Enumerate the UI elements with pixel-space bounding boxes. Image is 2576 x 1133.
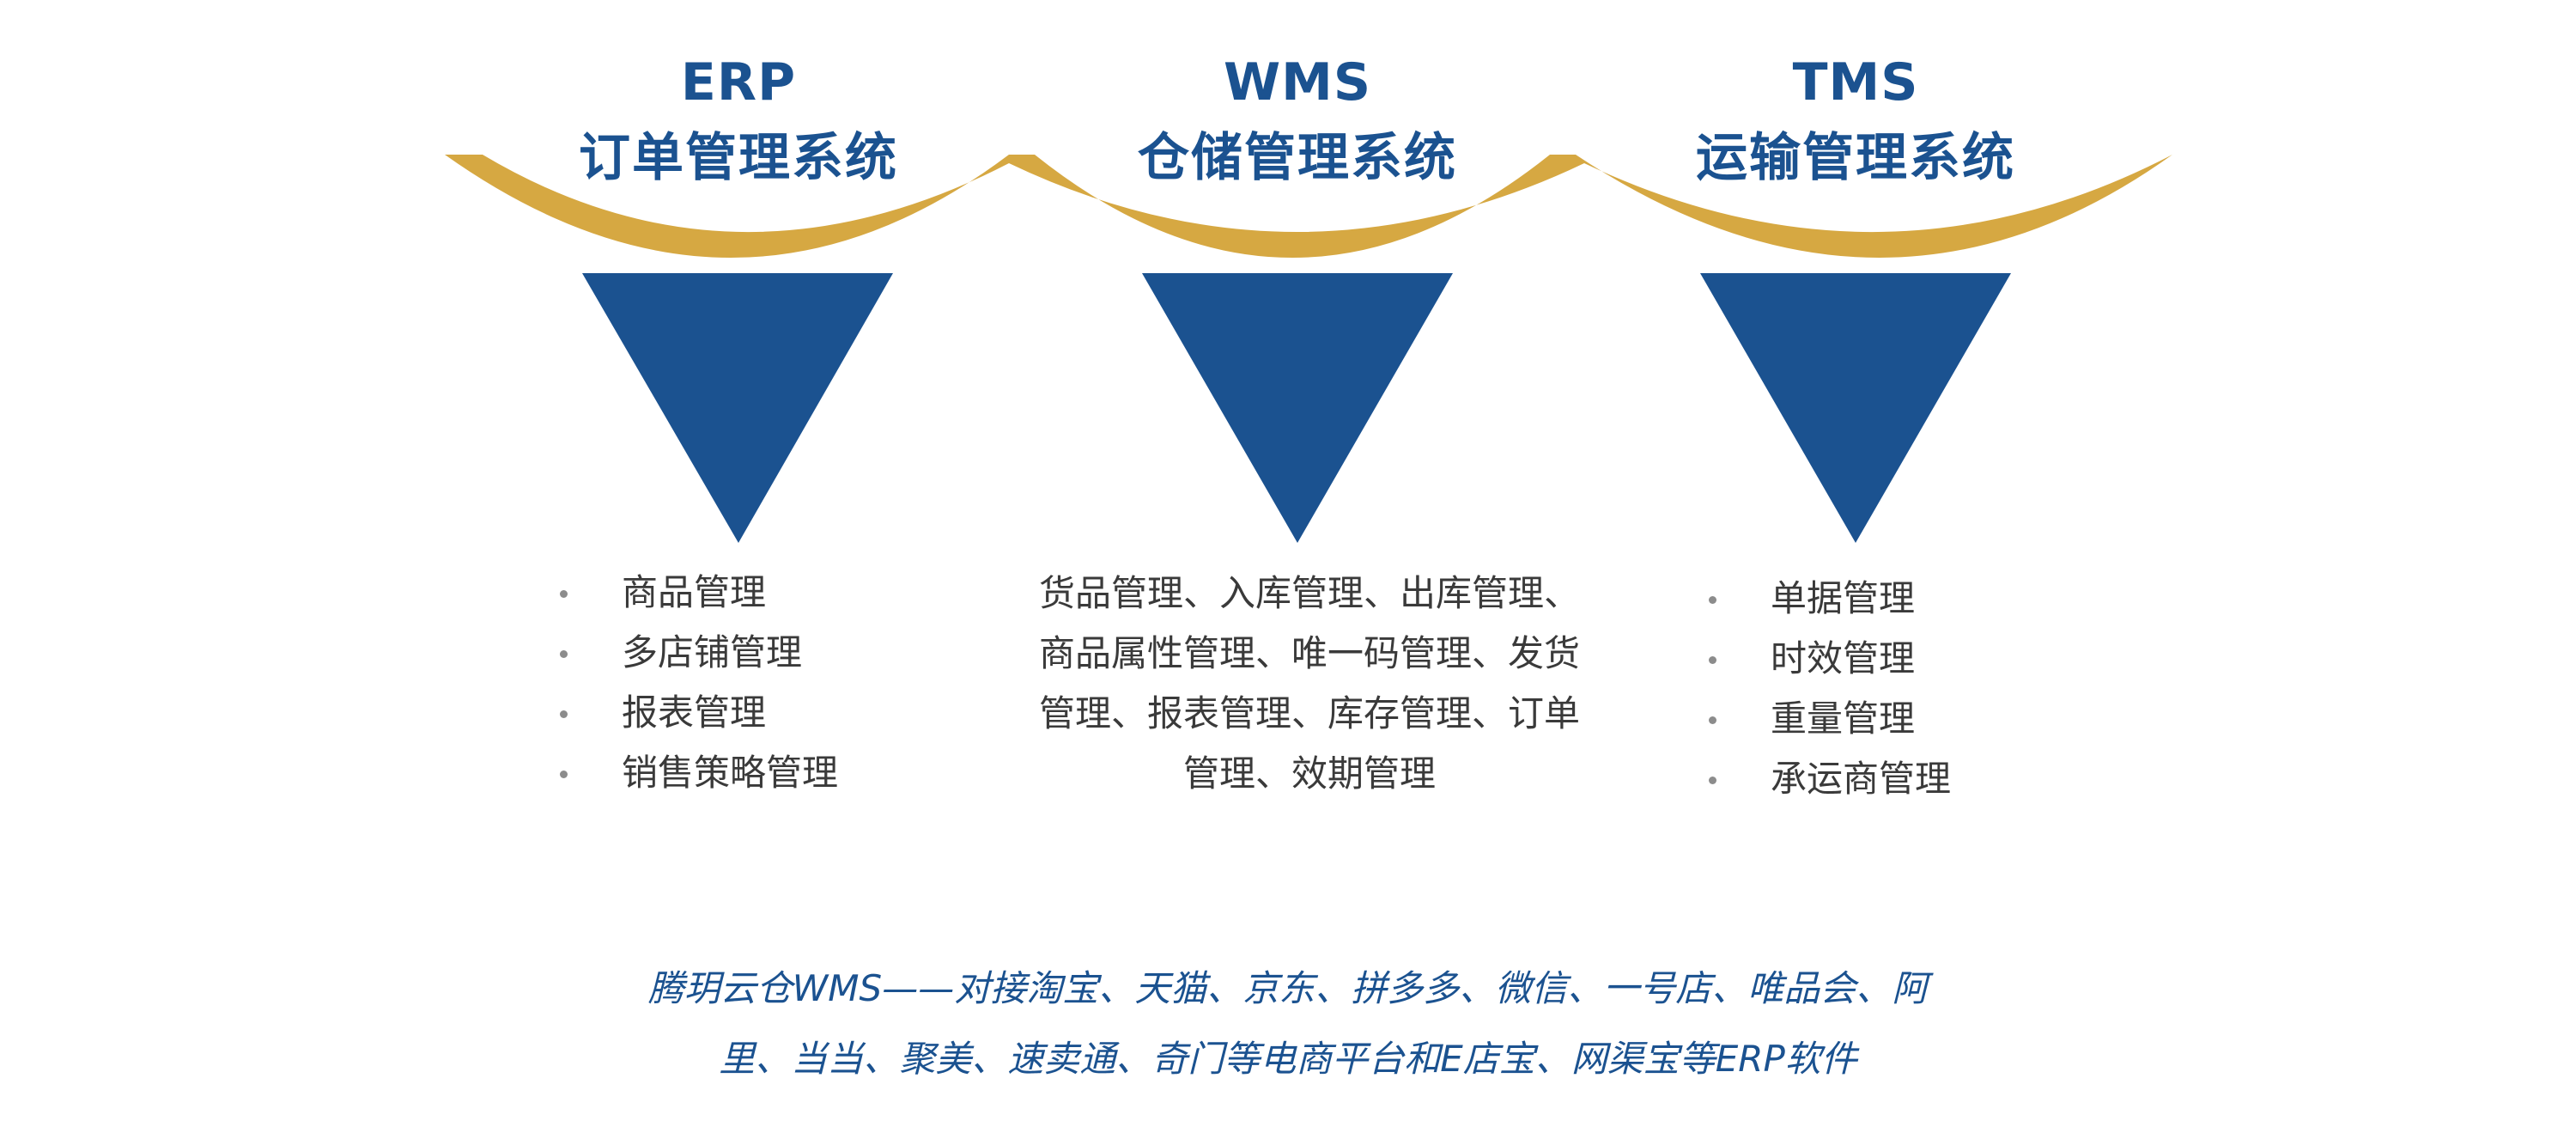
list-item: 商品管理 (560, 563, 838, 623)
list-item: 单据管理 (1709, 569, 1951, 629)
wms-triangle (1142, 273, 1453, 543)
tms-title: TMS 运输管理系统 (1581, 52, 2130, 191)
tms-triangle (1700, 273, 2011, 543)
tms-name: 运输管理系统 (1696, 128, 2015, 188)
wms-feature-line: 管理、效期管理 (1182, 752, 1436, 795)
list-item: 报表管理 (560, 683, 838, 743)
footer-line-1: 腾玥云仓WMS——对接淘宝、天猫、京东、拼多多、微信、一号店、唯品会、阿 (647, 967, 1929, 1009)
gold-wave-band (445, 155, 2172, 258)
list-item: 承运商管理 (1709, 749, 1951, 809)
erp-feature-list: 商品管理 多店铺管理 报表管理 销售策略管理 (560, 563, 838, 803)
tms-feature-list: 单据管理 时效管理 重量管理 承运商管理 (1709, 569, 1951, 809)
tms-code: TMS (1792, 52, 1919, 113)
erp-name: 订单管理系统 (579, 128, 898, 188)
footer-line-2: 里、当当、聚美、速卖通、奇门等电商平台和E店宝、网渠宝等ERP软件 (719, 1038, 1857, 1080)
wms-title: WMS 仓储管理系统 (1023, 52, 1572, 191)
wms-feature-line: 管理、报表管理、库存管理、订单 (1038, 692, 1580, 734)
erp-title: ERP 订单管理系统 (464, 52, 1013, 191)
wms-name: 仓储管理系统 (1138, 128, 1457, 188)
list-item: 销售策略管理 (560, 743, 838, 803)
wms-feature-text: 货品管理、入库管理、出库管理、 商品属性管理、唯一码管理、发货 管理、报表管理、… (1013, 563, 1606, 804)
list-item: 多店铺管理 (560, 623, 838, 683)
wms-code: WMS (1223, 52, 1372, 113)
list-item: 时效管理 (1709, 629, 1951, 689)
wms-feature-line: 商品属性管理、唯一码管理、发货 (1038, 632, 1580, 674)
wms-feature-line: 货品管理、入库管理、出库管理、 (1038, 572, 1580, 614)
erp-code: ERP (680, 52, 797, 113)
erp-triangle (582, 273, 893, 543)
list-item: 重量管理 (1709, 689, 1951, 749)
footer-note: 腾玥云仓WMS——对接淘宝、天猫、京东、拼多多、微信、一号店、唯品会、阿 里、当… (567, 953, 2009, 1094)
